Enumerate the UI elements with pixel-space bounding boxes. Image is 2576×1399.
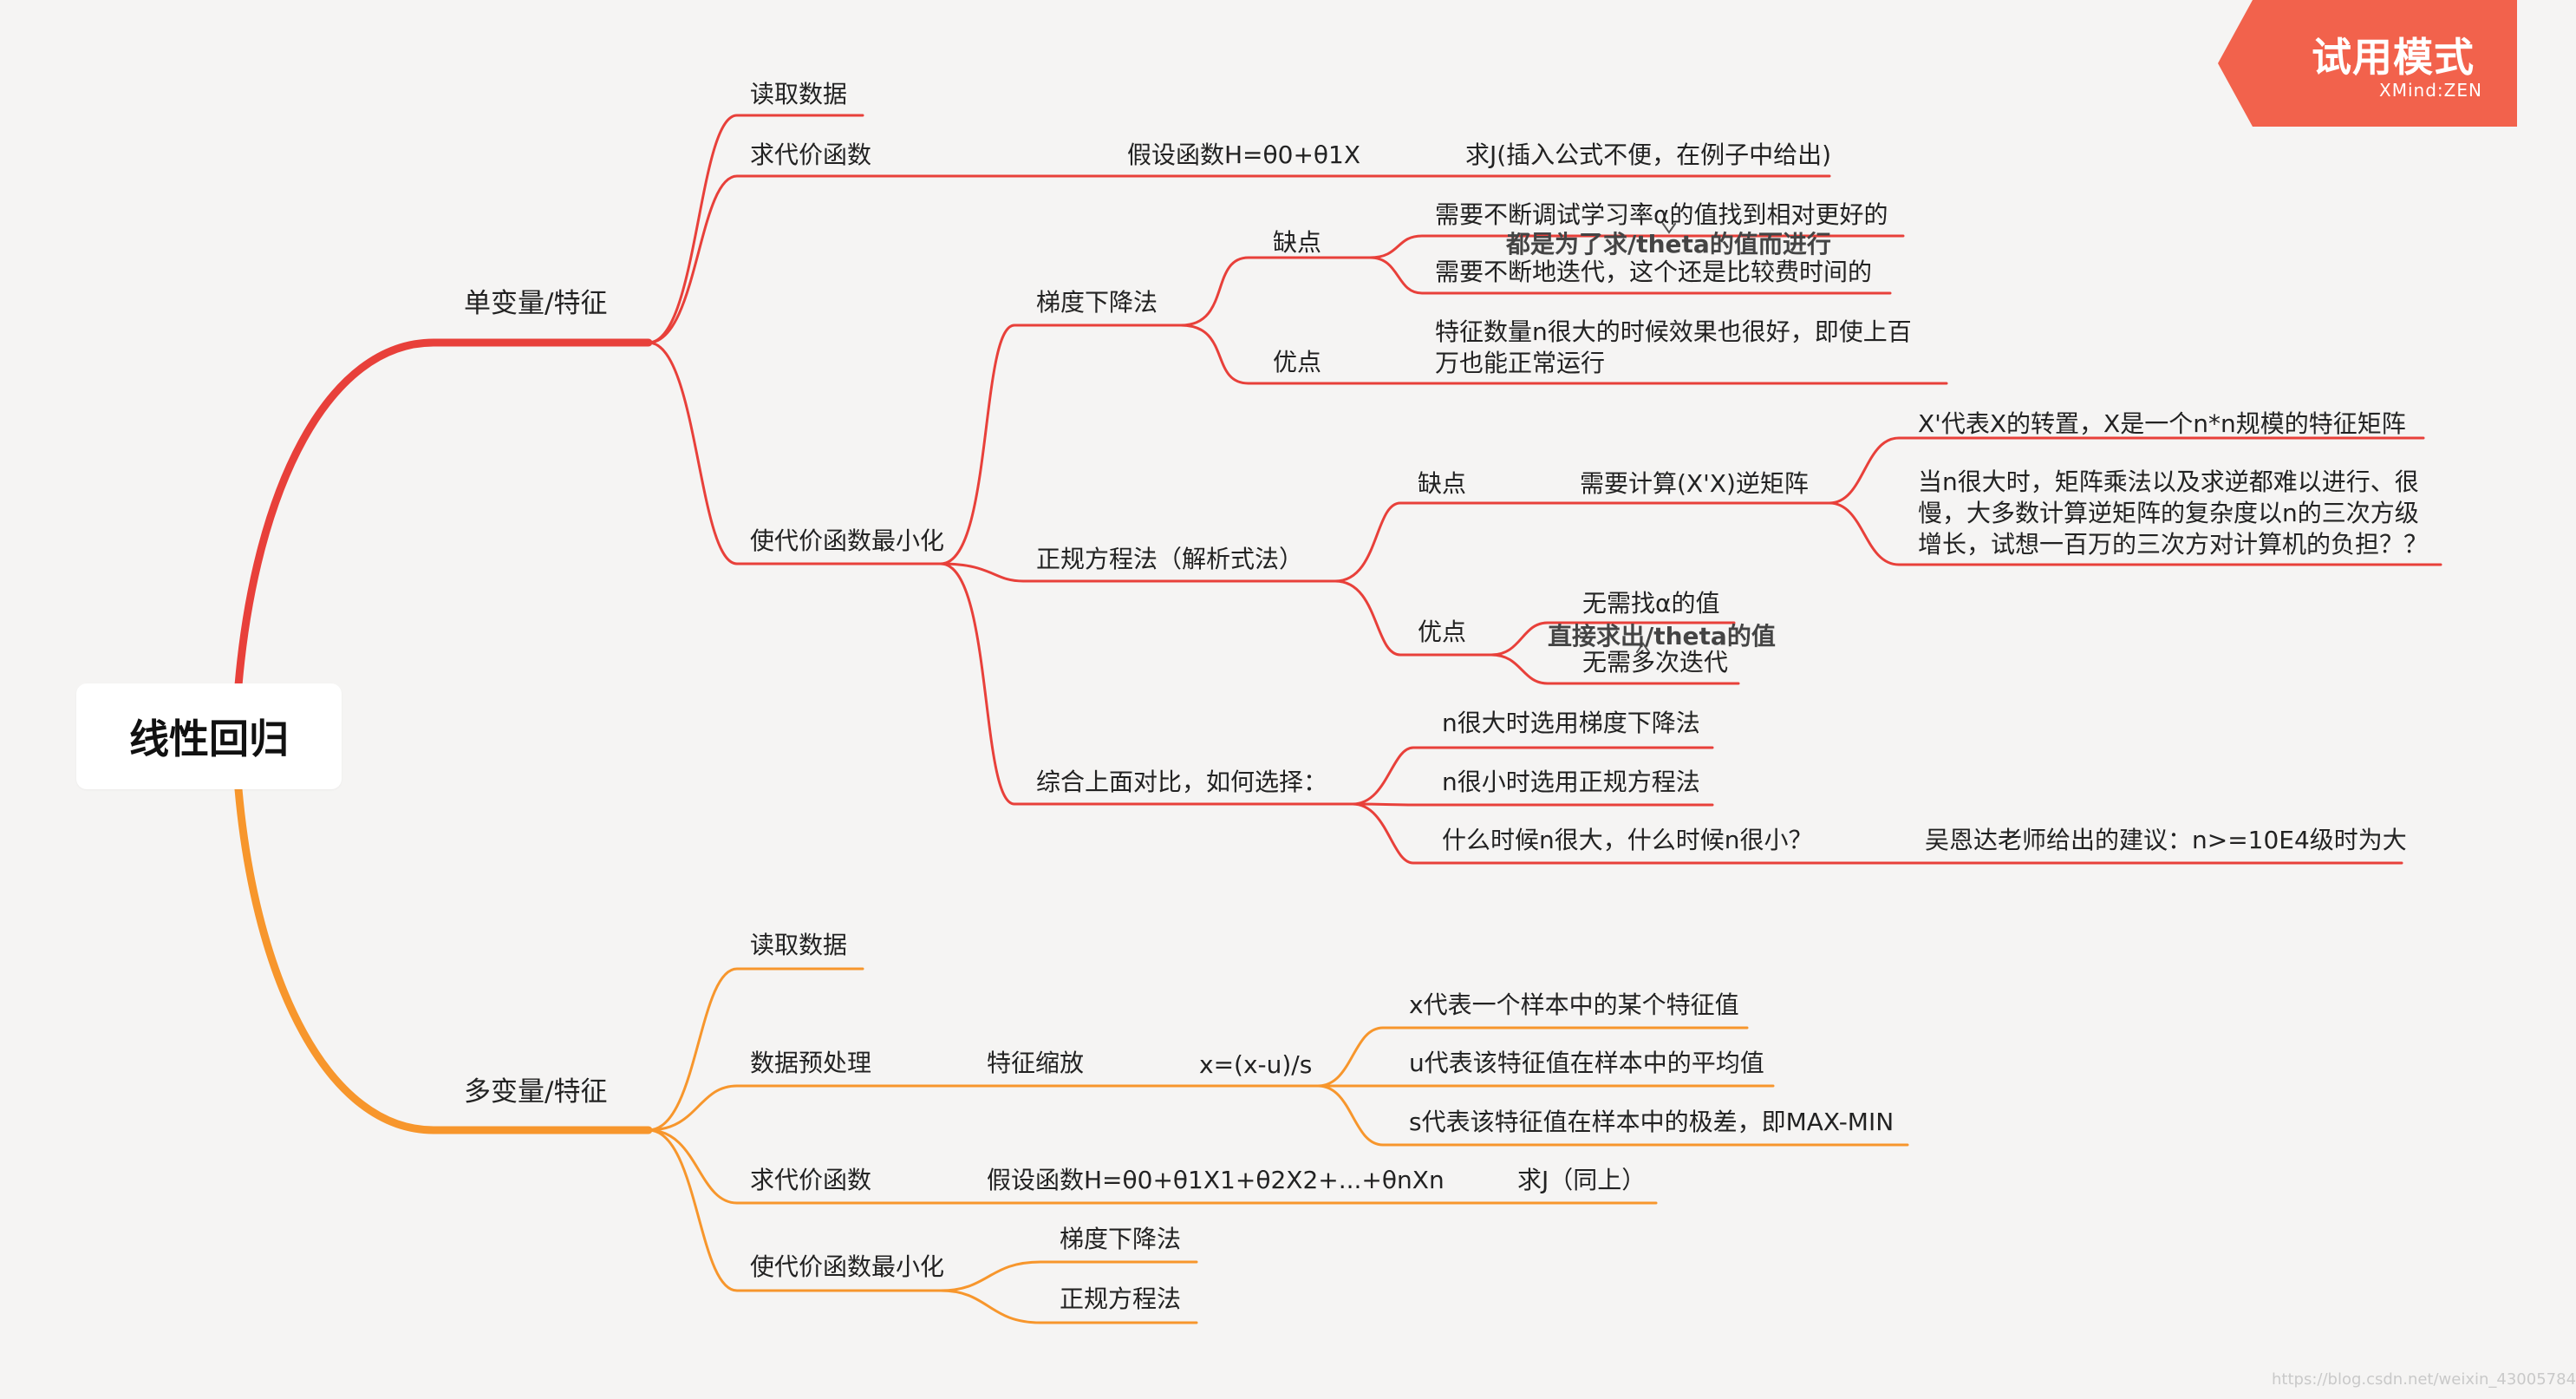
- topic-ne-cons[interactable]: 缺点: [1418, 469, 1467, 498]
- topic-scaling-u[interactable]: u代表该特征值在样本中的平均值: [1409, 1049, 1764, 1077]
- topic-scaling-x[interactable]: x代表一个样本中的某个特征值: [1409, 990, 1739, 1019]
- topic-lower-gd[interactable]: 梯度下降法: [1060, 1225, 1182, 1253]
- note-ne-theta: 直接求出/theta的值: [1548, 622, 1776, 650]
- topic-gd-cons-1[interactable]: 需要不断调试学习率α的值找到相对更好的: [1435, 200, 1888, 229]
- topic-upper-hypothesis[interactable]: 假设函数H=θ0+θ1X: [1127, 141, 1361, 169]
- topic-scaling-s[interactable]: s代表该特征值在样本中的极差，即MAX-MIN: [1409, 1108, 1895, 1136]
- topic-ne-pros[interactable]: 优点: [1418, 618, 1467, 646]
- mindmap-links: [234, 114, 2442, 1324]
- topic-compare-question[interactable]: 什么时候n很大，什么时候n很小？: [1442, 826, 1813, 854]
- topic-gd-cons-2[interactable]: 需要不断地迭代，这个还是比较费时间的: [1435, 258, 1873, 286]
- topic-lower-read-data[interactable]: 读取数据: [750, 931, 848, 959]
- topic-ne-complexity[interactable]: 当n很大时，矩阵乘法以及求逆都难以进行、很慢，大多数计算逆矩阵的复杂度以n的三次…: [1918, 467, 2429, 559]
- topic-normal-equation[interactable]: 正规方程法（解析式法）: [1036, 545, 1304, 573]
- topic-compare-small-n[interactable]: n很小时选用正规方程法: [1442, 768, 1700, 796]
- topic-compare-large-n[interactable]: n很大时选用梯度下降法: [1442, 709, 1700, 737]
- topic-lower-ne[interactable]: 正规方程法: [1060, 1285, 1182, 1313]
- topic-ne-inverse[interactable]: 需要计算(X'X)逆矩阵: [1580, 469, 1809, 498]
- topic-upper-solve-j[interactable]: 求J(插入公式不便，在例子中给出): [1465, 141, 1832, 169]
- topic-lower-preprocess[interactable]: 数据预处理: [750, 1049, 872, 1077]
- topic-ne-pros-1[interactable]: 无需找α的值: [1582, 589, 1720, 618]
- topic-scaling-formula[interactable]: x=(x-u)/s: [1199, 1050, 1313, 1079]
- root-topic[interactable]: 线性回归: [76, 683, 342, 789]
- topic-compare[interactable]: 综合上面对比，如何选择：: [1036, 768, 1328, 796]
- topic-single-variable[interactable]: 单变量/特征: [464, 288, 608, 319]
- trial-mode-badge[interactable]: [2218, 0, 2517, 127]
- link-root-upper: [234, 338, 653, 690]
- topic-gd-pros[interactable]: 优点: [1273, 348, 1322, 376]
- topic-upper-cost[interactable]: 求代价函数: [750, 141, 872, 169]
- topic-feature-scaling[interactable]: 特征缩放: [987, 1049, 1085, 1077]
- topic-ne-transpose[interactable]: X'代表X的转置，X是一个n*n规模的特征矩阵: [1918, 409, 2406, 438]
- topic-upper-minimize[interactable]: 使代价函数最小化: [750, 526, 945, 555]
- topic-lower-minimize[interactable]: 使代价函数最小化: [750, 1252, 945, 1281]
- topic-upper-read-data[interactable]: 读取数据: [750, 80, 848, 108]
- topic-gd-cons[interactable]: 缺点: [1273, 228, 1322, 257]
- topic-lower-solve-j[interactable]: 求J（同上）: [1517, 1166, 1647, 1194]
- topic-compare-advice[interactable]: 吴恩达老师给出的建议：n>=10E4级时为大: [1925, 826, 2407, 854]
- note-gd-theta: 都是为了求/theta的值而进行: [1506, 230, 1831, 258]
- trial-mode-subtitle: XMind:ZEN: [2379, 80, 2482, 101]
- topic-gradient-descent[interactable]: 梯度下降法: [1036, 288, 1158, 317]
- topic-multi-variable[interactable]: 多变量/特征: [464, 1076, 608, 1108]
- topic-gd-pros-text[interactable]: 特征数量n很大的时候效果也很好，即使上百万也能正常运行: [1435, 317, 1912, 377]
- link-root-lower: [234, 785, 653, 1134]
- trial-mode-title: 试用模式: [2312, 34, 2475, 81]
- topic-ne-pros-2[interactable]: 无需多次迭代: [1582, 648, 1729, 677]
- watermark: https://blog.csdn.net/weixin_43005784: [2272, 1370, 2576, 1389]
- topic-lower-cost[interactable]: 求代价函数: [750, 1166, 872, 1194]
- topic-lower-hypothesis[interactable]: 假设函数H=θ0+θ1X1+θ2X2+...+θnXn: [987, 1166, 1445, 1194]
